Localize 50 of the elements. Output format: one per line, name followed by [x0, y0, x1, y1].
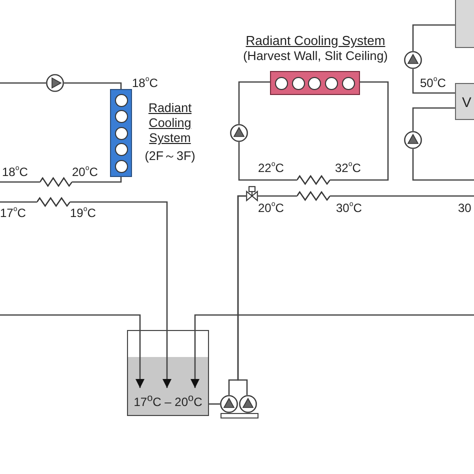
temperature-range: 17$^{o}$C – 20$^{o}$C	[132, 393, 204, 409]
heat-exchanger-coil	[297, 174, 330, 186]
heat-exchanger-coil	[297, 190, 330, 202]
pipe-line	[238, 142, 297, 181]
pipe-line	[238, 81, 270, 124]
radiant-panel	[270, 71, 360, 95]
temperature-label: 30	[458, 201, 472, 215]
pipe-line	[258, 195, 297, 197]
temperature-label: 18$^{o}$C	[2, 165, 28, 179]
pump-symbol	[46, 74, 64, 92]
pipe-line	[72, 177, 122, 183]
system-note: (Harvest Wall, Slit Ceiling)	[242, 49, 389, 64]
temperature-label: 50$^{o}$C	[420, 76, 446, 90]
temperature-label: 20$^{o}$C	[258, 201, 284, 215]
pipe-line	[0, 181, 40, 183]
pipe-line	[412, 149, 474, 181]
pipe-line	[237, 195, 248, 395]
temperature-label: 17$^{o}$C	[0, 206, 26, 220]
valve-symbol	[246, 186, 258, 203]
system-title: Radiant Cooling System	[244, 33, 386, 48]
pipe-line	[412, 107, 455, 131]
system-note: (2F～3F)	[144, 149, 196, 164]
pipe-line	[0, 201, 37, 203]
box-label: V	[462, 94, 472, 110]
temperature-label: 19$^{o}$C	[70, 206, 96, 220]
temperature-label: 18$^{o}$C	[132, 76, 158, 91]
pipe-line	[330, 81, 389, 181]
pipe-line	[209, 403, 220, 405]
pump-symbol	[404, 51, 422, 69]
pipe-line	[412, 69, 455, 94]
heat-exchanger-coil	[37, 196, 70, 208]
temperature-label: 30$^{o}$C	[336, 201, 362, 215]
temperature-label: 22$^{o}$C	[258, 161, 284, 175]
flow-arrow	[70, 201, 172, 388]
pipe-line	[412, 24, 455, 51]
pump-symbol	[230, 124, 248, 142]
flow-arrow	[0, 314, 145, 388]
pump-symbol	[404, 131, 422, 149]
pipe-line	[0, 82, 46, 84]
temperature-label: 32$^{o}$C	[335, 161, 361, 175]
system-title: Radiant Cooling System	[147, 101, 193, 146]
pipe-line	[64, 82, 122, 89]
water-tank	[127, 330, 209, 416]
pipe-line	[330, 195, 474, 197]
heat-exchanger-coil	[40, 176, 72, 188]
radiant-panel	[110, 89, 132, 177]
temperature-label: 20$^{o}$C	[72, 165, 98, 179]
flow-arrow	[190, 314, 474, 388]
pump-symbol	[220, 395, 238, 413]
pump-symbol	[239, 395, 257, 413]
